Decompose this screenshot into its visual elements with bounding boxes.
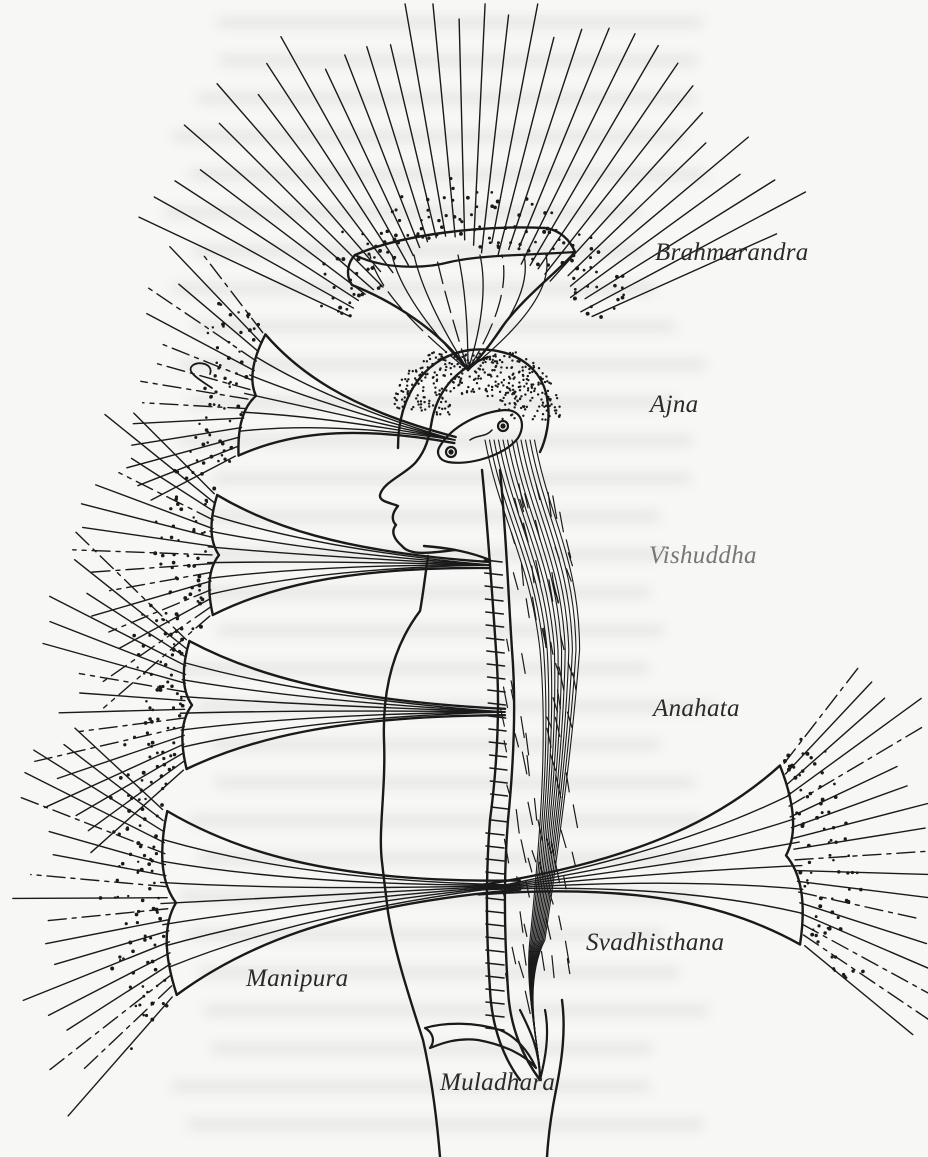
label-muladhara: Muladhara — [440, 1069, 555, 1097]
label-brahmarandra: Brahmarandra — [655, 239, 809, 267]
label-anahata: Anahata — [653, 695, 740, 723]
label-ajna: Ajna — [650, 391, 698, 419]
label-svadhisthana: Svadhisthana — [586, 929, 724, 957]
label-manipura: Manipura — [246, 965, 348, 993]
spine-sushumna — [482, 440, 580, 1080]
label-vishuddha: Vishuddha — [649, 542, 757, 570]
